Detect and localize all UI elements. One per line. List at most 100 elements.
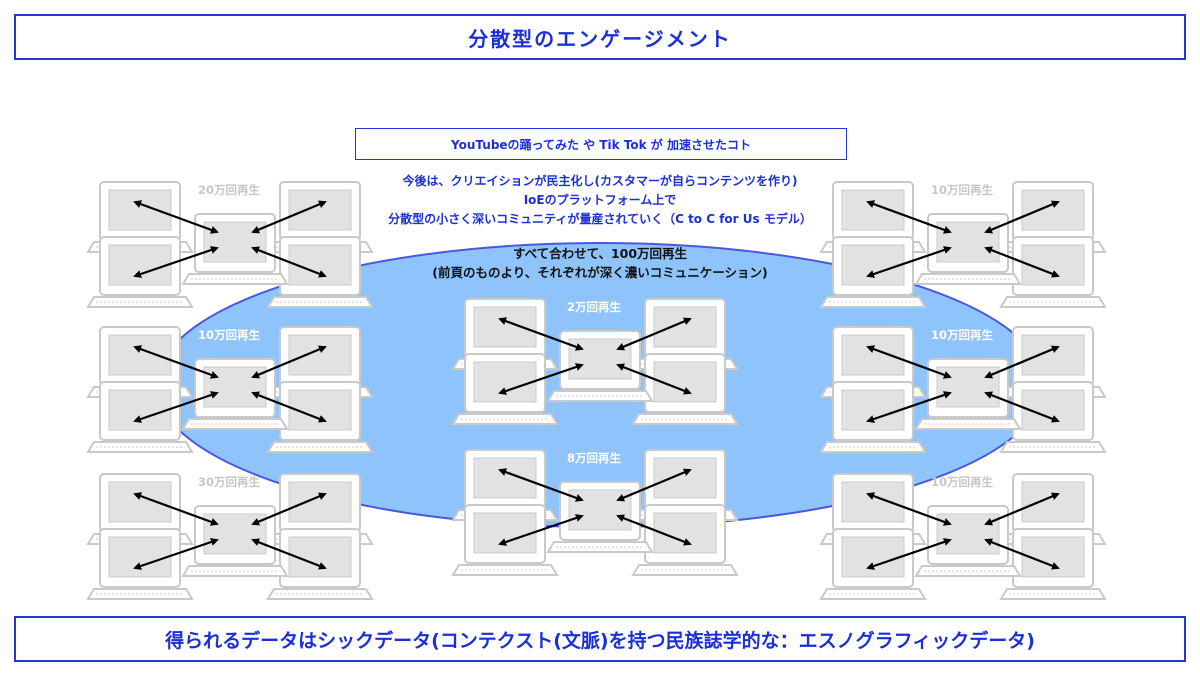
connection-arrow bbox=[616, 363, 692, 395]
connection-arrow bbox=[133, 492, 219, 526]
connection-arrow bbox=[251, 538, 327, 570]
connection-arrow bbox=[866, 391, 952, 423]
laptop-peer bbox=[451, 353, 559, 425]
connection-arrow bbox=[616, 468, 692, 502]
cluster-left-bottom: 30万回再生 bbox=[86, 473, 374, 600]
laptop-screen bbox=[936, 221, 1000, 263]
laptop-peer bbox=[631, 504, 739, 576]
connection-arrow bbox=[251, 246, 327, 278]
connection-arrow bbox=[498, 468, 584, 502]
connection-arrow bbox=[866, 492, 952, 526]
laptop-peer bbox=[999, 381, 1107, 453]
cluster-label: 30万回再生 bbox=[198, 475, 261, 489]
laptop-screen bbox=[108, 334, 172, 376]
connection-arrow bbox=[133, 246, 219, 278]
laptop-screen bbox=[841, 389, 905, 431]
connection-arrow bbox=[984, 345, 1060, 379]
connection-arrow bbox=[251, 391, 327, 423]
connection-arrow bbox=[498, 363, 584, 395]
note-line: 今後は、クリエイションが民主化し(カスタマーが自らコンテンツを作り) bbox=[402, 174, 798, 188]
cluster-label: 10万回再生 bbox=[198, 328, 261, 342]
laptop-screen bbox=[288, 481, 352, 523]
laptop-peer bbox=[86, 528, 194, 600]
laptop-screen bbox=[841, 481, 905, 523]
cluster-left-top: 20万回再生 bbox=[86, 181, 374, 308]
laptop-screen bbox=[1021, 481, 1085, 523]
laptop-peer bbox=[86, 236, 194, 308]
connection-arrow bbox=[133, 538, 219, 570]
connection-arrow bbox=[866, 200, 952, 234]
connection-arrow bbox=[984, 200, 1060, 234]
laptop-screen bbox=[108, 536, 172, 578]
laptop-screen bbox=[108, 244, 172, 286]
title-text: 分散型のエンゲージメント bbox=[468, 26, 732, 51]
laptop-screen bbox=[568, 489, 632, 531]
laptop-peer bbox=[999, 528, 1107, 600]
laptop-screen bbox=[203, 513, 267, 555]
cluster-right-bottom: 10万回再生 bbox=[819, 473, 1107, 600]
laptop-peer bbox=[266, 528, 374, 600]
laptop-screen bbox=[568, 338, 632, 380]
laptop-peer bbox=[999, 236, 1107, 308]
laptop-screen bbox=[653, 306, 717, 348]
note-line: IoEのプラットフォーム上で bbox=[523, 193, 677, 207]
note-line: 分散型の小さく深いコミュニティが量産されていく（C to C for Us モデ… bbox=[388, 212, 812, 226]
laptop-peer bbox=[819, 381, 927, 453]
cluster-label: 10万回再生 bbox=[931, 475, 994, 489]
connection-arrow bbox=[616, 514, 692, 546]
laptop-screen bbox=[108, 389, 172, 431]
connection-arrow bbox=[498, 317, 584, 351]
connection-arrow bbox=[498, 514, 584, 546]
cluster-label: 8万回再生 bbox=[567, 451, 622, 465]
laptop-screen bbox=[203, 221, 267, 263]
title-banner: 分散型のエンゲージメント bbox=[14, 14, 1186, 60]
laptop-peer bbox=[631, 353, 739, 425]
laptop-screen bbox=[473, 306, 537, 348]
connection-arrow bbox=[251, 345, 327, 379]
cluster-label: 10万回再生 bbox=[931, 183, 994, 197]
future-note: 今後は、クリエイションが民主化し(カスタマーが自らコンテンツを作り) IoEのプ… bbox=[300, 172, 900, 229]
total-line: すべて合わせて、100万回再生 bbox=[512, 246, 688, 261]
connection-arrow bbox=[984, 246, 1060, 278]
connection-arrow bbox=[984, 538, 1060, 570]
connection-arrow bbox=[984, 492, 1060, 526]
connection-arrow bbox=[251, 200, 327, 234]
laptop-screen bbox=[1021, 189, 1085, 231]
laptop-peer bbox=[86, 381, 194, 453]
laptop-screen bbox=[936, 513, 1000, 555]
connection-arrow bbox=[133, 200, 219, 234]
connection-arrow bbox=[866, 538, 952, 570]
connection-arrow bbox=[866, 345, 952, 379]
laptop-screen bbox=[841, 536, 905, 578]
laptop-peer bbox=[451, 504, 559, 576]
cluster-label: 20万回再生 bbox=[198, 183, 261, 197]
laptop-screen bbox=[108, 189, 172, 231]
laptop-screen bbox=[841, 334, 905, 376]
subtitle-text: YouTubeの踊ってみた や Tik Tok が 加速させたコト bbox=[451, 137, 751, 152]
connection-arrow bbox=[133, 345, 219, 379]
total-summary: すべて合わせて、100万回再生 (前頁のものより、それぞれが深く濃いコミュニケー… bbox=[350, 244, 850, 282]
connection-arrow bbox=[866, 246, 952, 278]
laptop-screen bbox=[288, 334, 352, 376]
subtitle-banner: YouTubeの踊ってみた や Tik Tok が 加速させたコト bbox=[355, 128, 847, 160]
laptop-peer bbox=[819, 528, 927, 600]
connection-arrow bbox=[251, 492, 327, 526]
clusters-layer: 20万回再生 10万回再生 30万回再生 2万回再生 8万回再生 10万回再生 10万回再生… bbox=[86, 181, 1107, 600]
laptop-screen bbox=[473, 457, 537, 499]
total-line: (前頁のものより、それぞれが深く濃いコミュニケーション) bbox=[432, 265, 768, 280]
laptop-screen bbox=[653, 457, 717, 499]
laptop-screen bbox=[841, 244, 905, 286]
cluster-label: 2万回再生 bbox=[567, 300, 622, 314]
connection-arrow bbox=[133, 391, 219, 423]
laptop-screen bbox=[473, 512, 537, 554]
footer-text: 得られるデータはシックデータ(コンテクスト(文脈)を持つ民族誌学的な：エスノグラ… bbox=[165, 629, 1035, 652]
laptop-screen bbox=[108, 481, 172, 523]
cluster-label: 10万回再生 bbox=[931, 328, 994, 342]
connection-arrow bbox=[616, 317, 692, 351]
laptop-screen bbox=[203, 366, 267, 408]
cluster-center-bottom: 8万回再生 bbox=[451, 449, 739, 576]
connection-arrow bbox=[984, 391, 1060, 423]
laptop-screen bbox=[1021, 334, 1085, 376]
laptop-screen bbox=[936, 366, 1000, 408]
